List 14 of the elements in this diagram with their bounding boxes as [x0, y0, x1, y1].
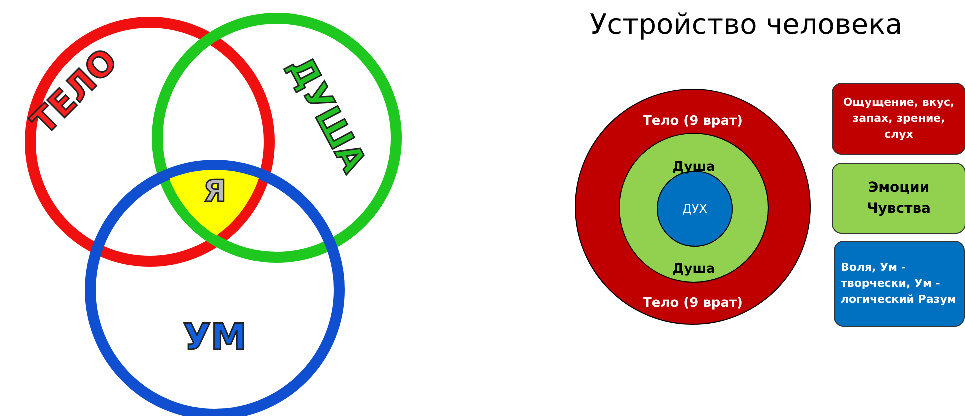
box-text: Эмоции Чувства [866, 179, 932, 218]
ring-label: Тело (9 врат) [643, 296, 743, 310]
info-box [832, 163, 965, 234]
intersection-label: Я [203, 174, 227, 210]
circle-label: УМ [183, 318, 247, 358]
info-box [832, 83, 965, 155]
diagram-title: Устройство человека [590, 8, 903, 41]
ring-label: Тело (9 врат) [643, 114, 743, 128]
ring-label: Душа [672, 262, 716, 276]
ring-label: ДУХ [682, 202, 708, 216]
box-text: Ощущение, вкус, запах, зрение, слух [842, 95, 956, 143]
info-box [834, 241, 965, 327]
ring-label: Душа [672, 160, 716, 174]
box-text: Воля, Ум - творчески, Ум - логический Разум [841, 260, 958, 308]
